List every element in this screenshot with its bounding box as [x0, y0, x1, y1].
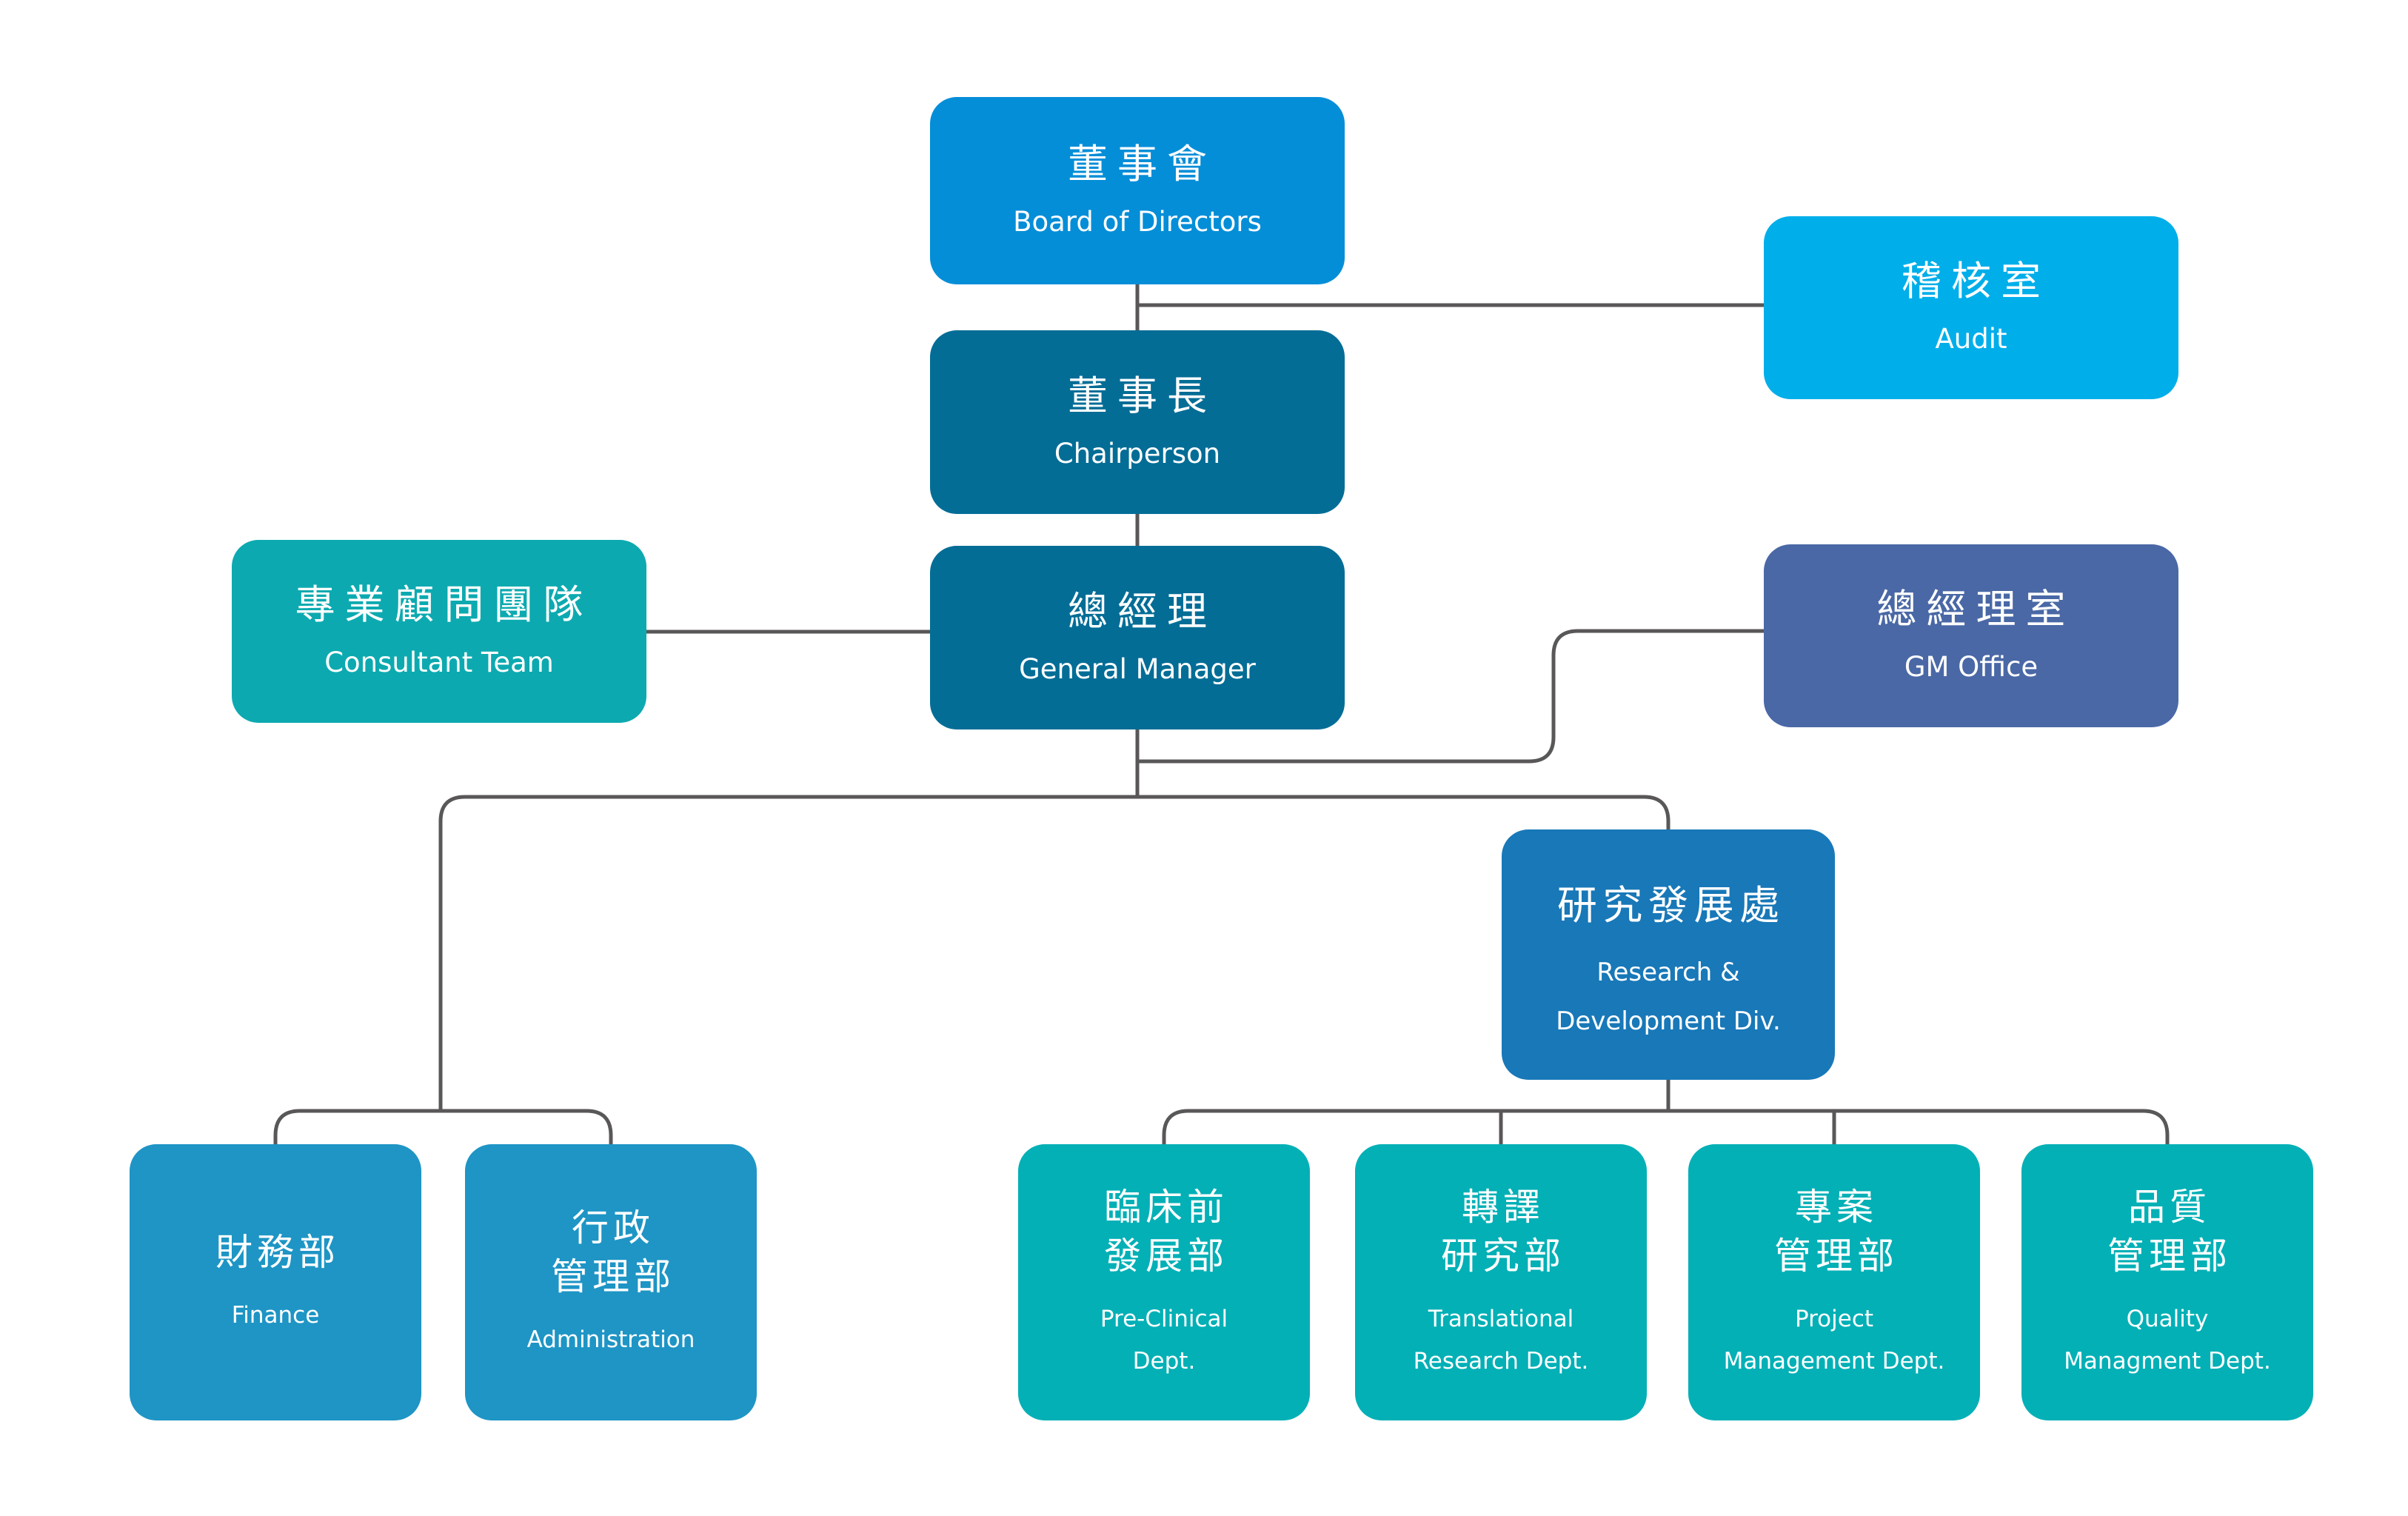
node-rnd-label-zh: 研究發展處 [1556, 881, 1785, 929]
node-finance-dept: 財務部 Finance [130, 1144, 421, 1420]
node-translational-label-zh-2: 研究部 [1441, 1234, 1565, 1278]
node-board-label-en: Board of Directors [1013, 206, 1262, 238]
node-rnd-label-en-1: Research & [1596, 957, 1740, 987]
node-project-label-zh-2: 管理部 [1774, 1234, 1899, 1278]
node-admin-label-en: Administration [526, 1326, 695, 1353]
node-gm-label-en: General Manager [1019, 652, 1256, 685]
node-gm-office: 總經理室 GM Office [1764, 544, 2178, 727]
node-quality-management-dept: 品質 管理部 Quality Managment Dept. [2021, 1144, 2313, 1420]
connector-bracket-finance-admin [273, 1109, 613, 1145]
node-quality-label-zh-1: 品質 [2128, 1185, 2211, 1229]
node-admin-label-zh-2: 管理部 [551, 1255, 675, 1298]
node-admin-label-zh-1: 行政 [572, 1206, 655, 1249]
node-preclinical-label-zh-1: 臨床前 [1104, 1185, 1228, 1229]
node-chairperson: 董事長 Chairperson [930, 330, 1345, 514]
node-project-label-en-1: Project [1794, 1305, 1874, 1332]
node-audit: 稽核室 Audit [1764, 216, 2178, 399]
node-finance-label-en: Finance [231, 1302, 320, 1329]
node-quality-label-en-1: Quality [2126, 1305, 2209, 1332]
node-audit-label-en: Audit [1935, 323, 2007, 355]
connector-bracket-rnd-depts [1162, 1109, 2170, 1145]
node-preclinical-dept: 臨床前 發展部 Pre-Clinical Dept. [1018, 1144, 1310, 1420]
node-board-of-directors: 董事會 Board of Directors [930, 97, 1345, 284]
node-consultant-label-zh: 專業顧問團隊 [295, 581, 593, 628]
node-research-development-div: 研究發展處 Research & Development Div. [1502, 829, 1835, 1080]
node-chairperson-label-en: Chairperson [1054, 437, 1221, 470]
node-gmoffice-label-en: GM Office [1904, 651, 2039, 683]
node-quality-label-en-2: Managment Dept. [2064, 1347, 2271, 1375]
connector-rankline-and-rnd [438, 795, 1670, 1111]
connector-gm-gmoffice [1137, 629, 1764, 764]
node-gmoffice-label-zh: 總經理室 [1876, 586, 2076, 632]
node-board-label-zh: 董事會 [1068, 141, 1217, 187]
node-gm-label-zh: 總經理 [1068, 587, 1217, 635]
node-project-label-en-2: Management Dept. [1723, 1347, 1945, 1375]
node-translational-label-en-1: Translational [1428, 1305, 1574, 1332]
node-project-management-dept: 專案 管理部 Project Management Dept. [1688, 1144, 1980, 1420]
node-audit-label-zh: 稽核室 [1902, 258, 2050, 304]
node-rnd-label-en-2: Development Div. [1556, 1006, 1781, 1036]
node-administration-dept: 行政 管理部 Administration [465, 1144, 757, 1420]
node-project-label-zh-1: 專案 [1795, 1185, 1878, 1229]
node-preclinical-label-zh-2: 發展部 [1104, 1234, 1228, 1278]
node-preclinical-label-en-1: Pre-Clinical [1100, 1305, 1228, 1332]
node-general-manager: 總經理 General Manager [930, 546, 1345, 729]
node-finance-label-zh: 財務部 [215, 1231, 340, 1274]
node-chairperson-label-zh: 董事長 [1068, 372, 1217, 419]
node-consultant-label-en: Consultant Team [324, 647, 554, 678]
node-preclinical-label-en-2: Dept. [1132, 1347, 1196, 1375]
node-quality-label-zh-2: 管理部 [2107, 1234, 2232, 1278]
node-translational-label-en-2: Research Dept. [1413, 1347, 1589, 1375]
node-translational-research-dept: 轉譯 研究部 Translational Research Dept. [1355, 1144, 1647, 1420]
node-translational-label-zh-1: 轉譯 [1462, 1185, 1545, 1229]
node-consultant-team: 專業顧問團隊 Consultant Team [232, 540, 646, 723]
